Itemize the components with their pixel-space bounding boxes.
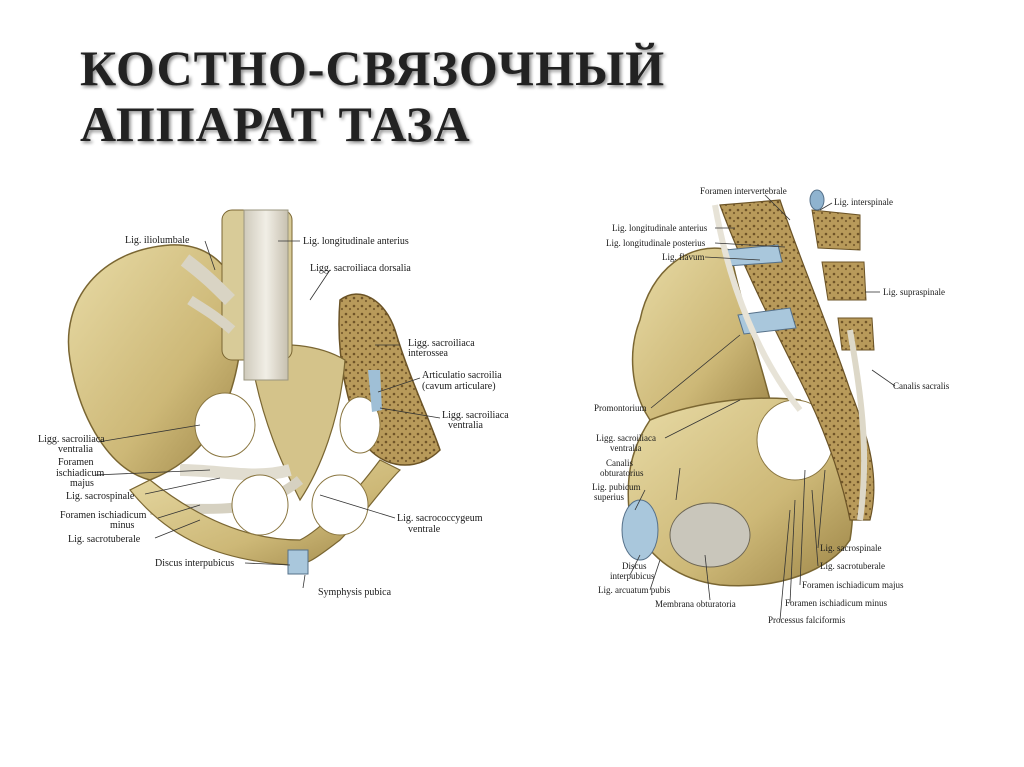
label-lig-sacrospinale: Lig. sacrospinale (66, 491, 135, 502)
label-foramen-isch-majus-1: Foramen (58, 457, 94, 468)
label-lig-sacrospinale: Lig. sacrospinale (820, 543, 881, 553)
label-discus-interpubicus-1: Discus (622, 561, 647, 571)
label-foramen-isch-minus: Foramen ischiadicum minus (785, 598, 887, 608)
label-promontorium: Promontorium (594, 403, 647, 413)
pelvis-anterior-drawing (67, 209, 441, 575)
label-lig-pubicum-superius-2: superius (594, 492, 624, 502)
label-ligg-sacroiliaca-ventralia-right-2: ventralia (448, 420, 484, 431)
label-canalis-sacralis: Canalis sacralis (893, 381, 950, 391)
label-ligg-sacroiliaca-interossea-1: Ligg. sacroiliaca (408, 338, 475, 349)
label-symphysis-pubica: Symphysis pubica (318, 587, 392, 598)
label-lig-longitudinale-posterius: Lig. longitudinale posterius (606, 238, 706, 248)
left-leader-lines (94, 240, 441, 589)
label-canalis-obturatorius-1: Canalis (606, 458, 633, 468)
label-lig-interspinale: Lig. interspinale (834, 197, 893, 207)
label-ligg-sacroiliaca-ventralia-left-2: ventralia (58, 444, 94, 455)
label-foramen-isch-majus-2: ischiadicum (56, 468, 105, 479)
label-articulatio-1: Articulatio sacroilia (422, 370, 502, 381)
label-canalis-obturatorius-2: obturatorius (600, 468, 644, 478)
label-processus-falciformis: Processus falciformis (768, 615, 846, 625)
label-lig-longitudinale-anterius: Lig. longitudinale anterius (612, 223, 708, 233)
title-line-2: АППАРАТ ТАЗА (80, 96, 471, 152)
right-labels: Foramen intervertebrale Lig. interspinal… (592, 186, 950, 625)
label-lig-iliolumbale: Lig. iliolumbale (125, 235, 190, 246)
label-ligg-sacroiliaca-ventralia-1: Ligg. sacroiliaca (596, 433, 656, 443)
label-lig-arcuatum-pubis: Lig. arcuatum pubis (598, 585, 671, 595)
label-lig-longitudinale-anterius: Lig. longitudinale anterius (303, 236, 409, 247)
left-labels: Lig. iliolumbale Lig. longitudinale ante… (38, 235, 509, 598)
pelvis-sagittal-drawing (621, 189, 875, 587)
label-articulatio-2: (cavum articulare) (422, 381, 496, 392)
label-lig-sacrococcygeum-1: Lig. sacrococcygeum (397, 513, 483, 524)
label-membrana-obturatoria: Membrana obturatoria (655, 599, 736, 609)
label-discus-interpubicus: Discus interpubicus (155, 558, 234, 569)
label-ligg-sacroiliaca-ventralia-2: ventralia (610, 443, 641, 453)
label-ligg-sacroiliaca-ventralia-left-1: Ligg. sacroiliaca (38, 434, 105, 445)
label-lig-flavum: Lig. flavum (662, 252, 705, 262)
label-ligg-sacroiliaca-dorsalia: Ligg. sacroiliaca dorsalia (310, 263, 411, 274)
label-foramen-isch-majus: Foramen ischiadicum majus (802, 580, 904, 590)
label-lig-pubicum-superius-1: Lig. pubicum (592, 482, 641, 492)
label-lig-supraspinale: Lig. supraspinale (883, 287, 945, 297)
label-ligg-sacroiliaca-ventralia-right-1: Ligg. sacroiliaca (442, 410, 509, 421)
label-foramen-isch-minus-2: minus (110, 520, 135, 531)
label-foramen-isch-majus-3: majus (70, 478, 94, 489)
title-line-1: КОСТНО-СВЯЗОЧНЫЙ (80, 40, 666, 96)
label-lig-sacrotuberale: Lig. sacrotuberale (820, 561, 885, 571)
right-leader-lines (629, 194, 896, 621)
label-lig-sacrotuberale: Lig. sacrotuberale (68, 534, 141, 545)
label-foramen-isch-minus-1: Foramen ischiadicum (60, 510, 147, 521)
slide-title: КОСТНО-СВЯЗОЧНЫЙ АППАРАТ ТАЗА (80, 40, 665, 152)
label-foramen-intervertebrale: Foramen intervertebrale (700, 186, 787, 196)
label-lig-sacrococcygeum-2: ventrale (408, 524, 441, 535)
label-ligg-sacroiliaca-interossea-2: interossea (408, 348, 449, 359)
label-discus-interpubicus-2: interpubicus (610, 571, 655, 581)
